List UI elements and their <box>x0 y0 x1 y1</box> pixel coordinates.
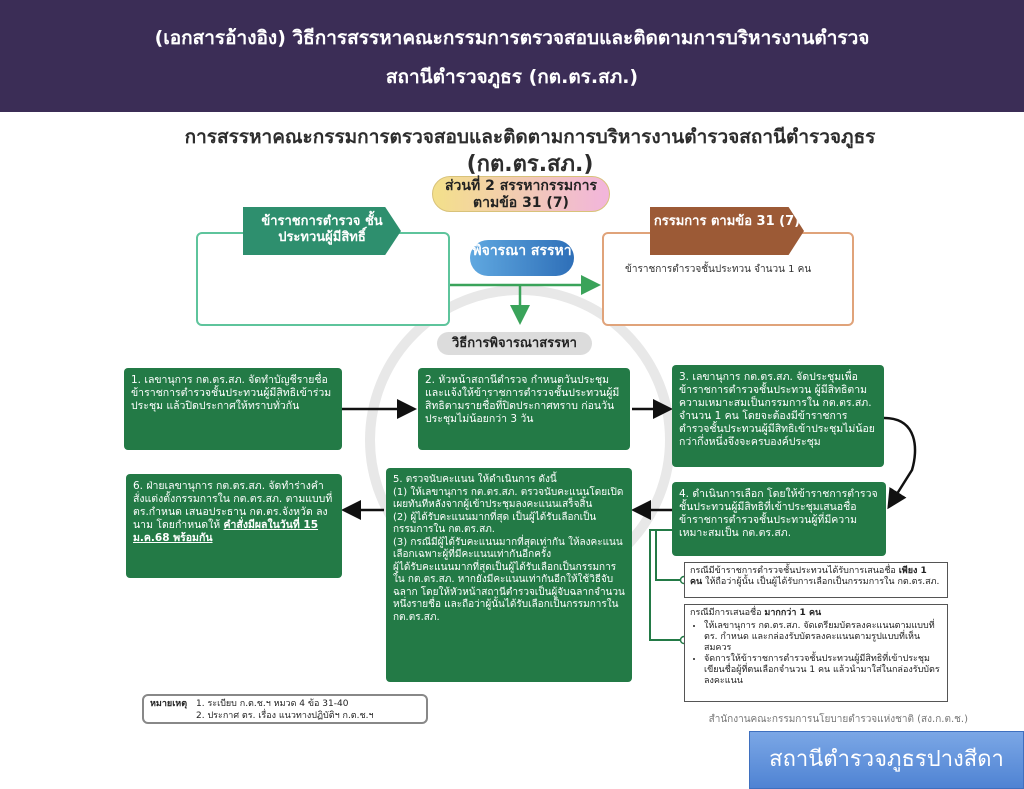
step-2-text: 2. หัวหน้าสถานีตำรวจ กำหนดวันประชุม และแ… <box>425 374 620 425</box>
step-4-box: 4. ดำเนินการเลือก โดยให้ข้าราชการตำรวจชั… <box>672 482 886 556</box>
step-6-effective-date: คำสั่งมีผลในวันที่ 15 ม.ค.68 พร้อมกัน <box>133 519 319 544</box>
header-title-line2: สถานีตำรวจภูธร (กต.ตร.สภ.) <box>385 66 639 88</box>
step-1-box: 1. เลขานุการ กต.ตร.สภ. จัดทำบัญชีรายชื่อ… <box>124 368 342 450</box>
step-2-box: 2. หัวหน้าสถานีตำรวจ กำหนดวันประชุม และแ… <box>418 368 630 450</box>
eligible-officers-tag: ข้าราชการตำรวจ ชั้นประทวนผู้มีสิทธิ์ <box>243 207 401 255</box>
step-6-box: 6. ฝ่ายเลขานุการ กต.ตร.สภ. จัดทำร่างคำสั… <box>126 474 342 578</box>
arrow-step3-step4 <box>883 416 917 510</box>
detail-multiple-nominees: กรณีมีการเสนอชื่อ มากกว่า 1 คน ให้เลขานุ… <box>684 604 948 702</box>
step-5-item-3: (3) กรณีมีผู้ได้รับคะแนนมากที่สุดเท่ากัน… <box>393 536 623 561</box>
committee-box <box>602 232 854 326</box>
remarks-item-2: 2. ประกาศ ตร. เรื่อง แนวทางปฏิบัติฯ ก.ต.… <box>196 711 374 721</box>
header-title-line1: (เอกสารอ้างอิง) วิธีการสรรหาคณะกรรมการตร… <box>154 27 870 49</box>
part-label-pill: ส่วนที่ 2 สรรหากรรมการ ตามข้อ 31 (7) <box>432 176 610 212</box>
remarks-box: หมายเหตุ 1. ระเบียบ ก.ต.ช.ฯ หมวด 4 ข้อ 31… <box>142 694 428 724</box>
detail-2-lead: กรณีมีการเสนอชื่อ <box>690 608 762 618</box>
step-4-text: 4. ดำเนินการเลือก โดยให้ข้าราชการตำรวจชั… <box>679 488 878 539</box>
detail-1-lead: กรณีมีข้าราชการตำรวจชั้นประทวนได้รับการเ… <box>690 566 896 576</box>
step-3-box: 3. เลขานุการ กต.ตร.สภ. จัดประชุมเพื่อข้า… <box>672 365 884 467</box>
branch-line-2 <box>649 529 682 641</box>
detail-1-rest: ให้ถือว่าผู้นั้น เป็นผู้ได้รับการเลือกเป… <box>705 577 940 587</box>
step-5-item-1: (1) ให้เลขานุการ กต.ตร.สภ. ตรวจนับคะแนนโ… <box>393 486 624 511</box>
detail-2-emph: มากกว่า 1 คน <box>764 608 822 618</box>
remarks-item-1: 1. ระเบียบ ก.ต.ช.ฯ หมวด 4 ข้อ 31-40 <box>196 699 349 709</box>
detail-1-emph: เพียง 1 คน <box>690 566 927 587</box>
detail-2-bullet-1: ให้เลขานุการ กต.ตร.สภ. จัดเตรียมบัตรลงคะ… <box>704 621 942 654</box>
diagram-title: การสรรหาคณะกรรมการตรวจสอบและติดตามการบริ… <box>184 126 876 148</box>
step-3-text: 3. เลขานุการ กต.ตร.สภ. จัดประชุมเพื่อข้า… <box>679 371 875 448</box>
committee-tag: กรรมการ ตามข้อ 31 (7) <box>650 207 804 255</box>
step-5-item-2: (2) ผู้ได้รับคะแนนมากที่สุด เป็นผู้ได้รั… <box>393 511 597 536</box>
header-banner: (เอกสารอ้างอิง) วิธีการสรรหาคณะกรรมการตร… <box>0 0 1024 112</box>
station-name-label: สถานีตำรวจภูธรปางสีดา <box>749 731 1024 789</box>
step-5-title: 5. ตรวจนับคะแนน ให้ดำเนินการ ดังนี้ <box>393 474 557 485</box>
step-1-text: 1. เลขานุการ กต.ตร.สภ. จัดทำบัญชีรายชื่อ… <box>131 374 332 412</box>
detail-single-nominee: กรณีมีข้าราชการตำรวจชั้นประทวนได้รับการเ… <box>684 562 948 598</box>
remarks-label: หมายเหตุ <box>150 699 188 709</box>
source-credit: สำนักงานคณะกรรมการนโยบายตำรวจแห่งชาติ (ส… <box>708 714 968 725</box>
step-5-item-4: ผู้ได้รับคะแนนมากที่สุดเป็นผู้ได้รับเลือ… <box>393 561 625 623</box>
diagram-subtitle: (กต.ตร.สภ.) <box>466 152 594 177</box>
detail-2-bullet-2: จัดการให้ข้าราชการตำรวจชั้นประทวนผู้มีสิ… <box>704 654 942 687</box>
consider-recruit-pill: พิจารณา สรรหา <box>470 240 574 276</box>
step-5-box: 5. ตรวจนับคะแนน ให้ดำเนินการ ดังนี้ (1) … <box>386 468 632 682</box>
method-label-pill: วิธีการพิจารณาสรรหา <box>437 332 592 355</box>
committee-note: ข้าราชการตำรวจชั้นประทวน จำนวน 1 คน <box>625 264 812 275</box>
step-6-text: 6. ฝ่ายเลขานุการ กต.ตร.สภ. จัดทำร่างคำสั… <box>133 480 333 531</box>
